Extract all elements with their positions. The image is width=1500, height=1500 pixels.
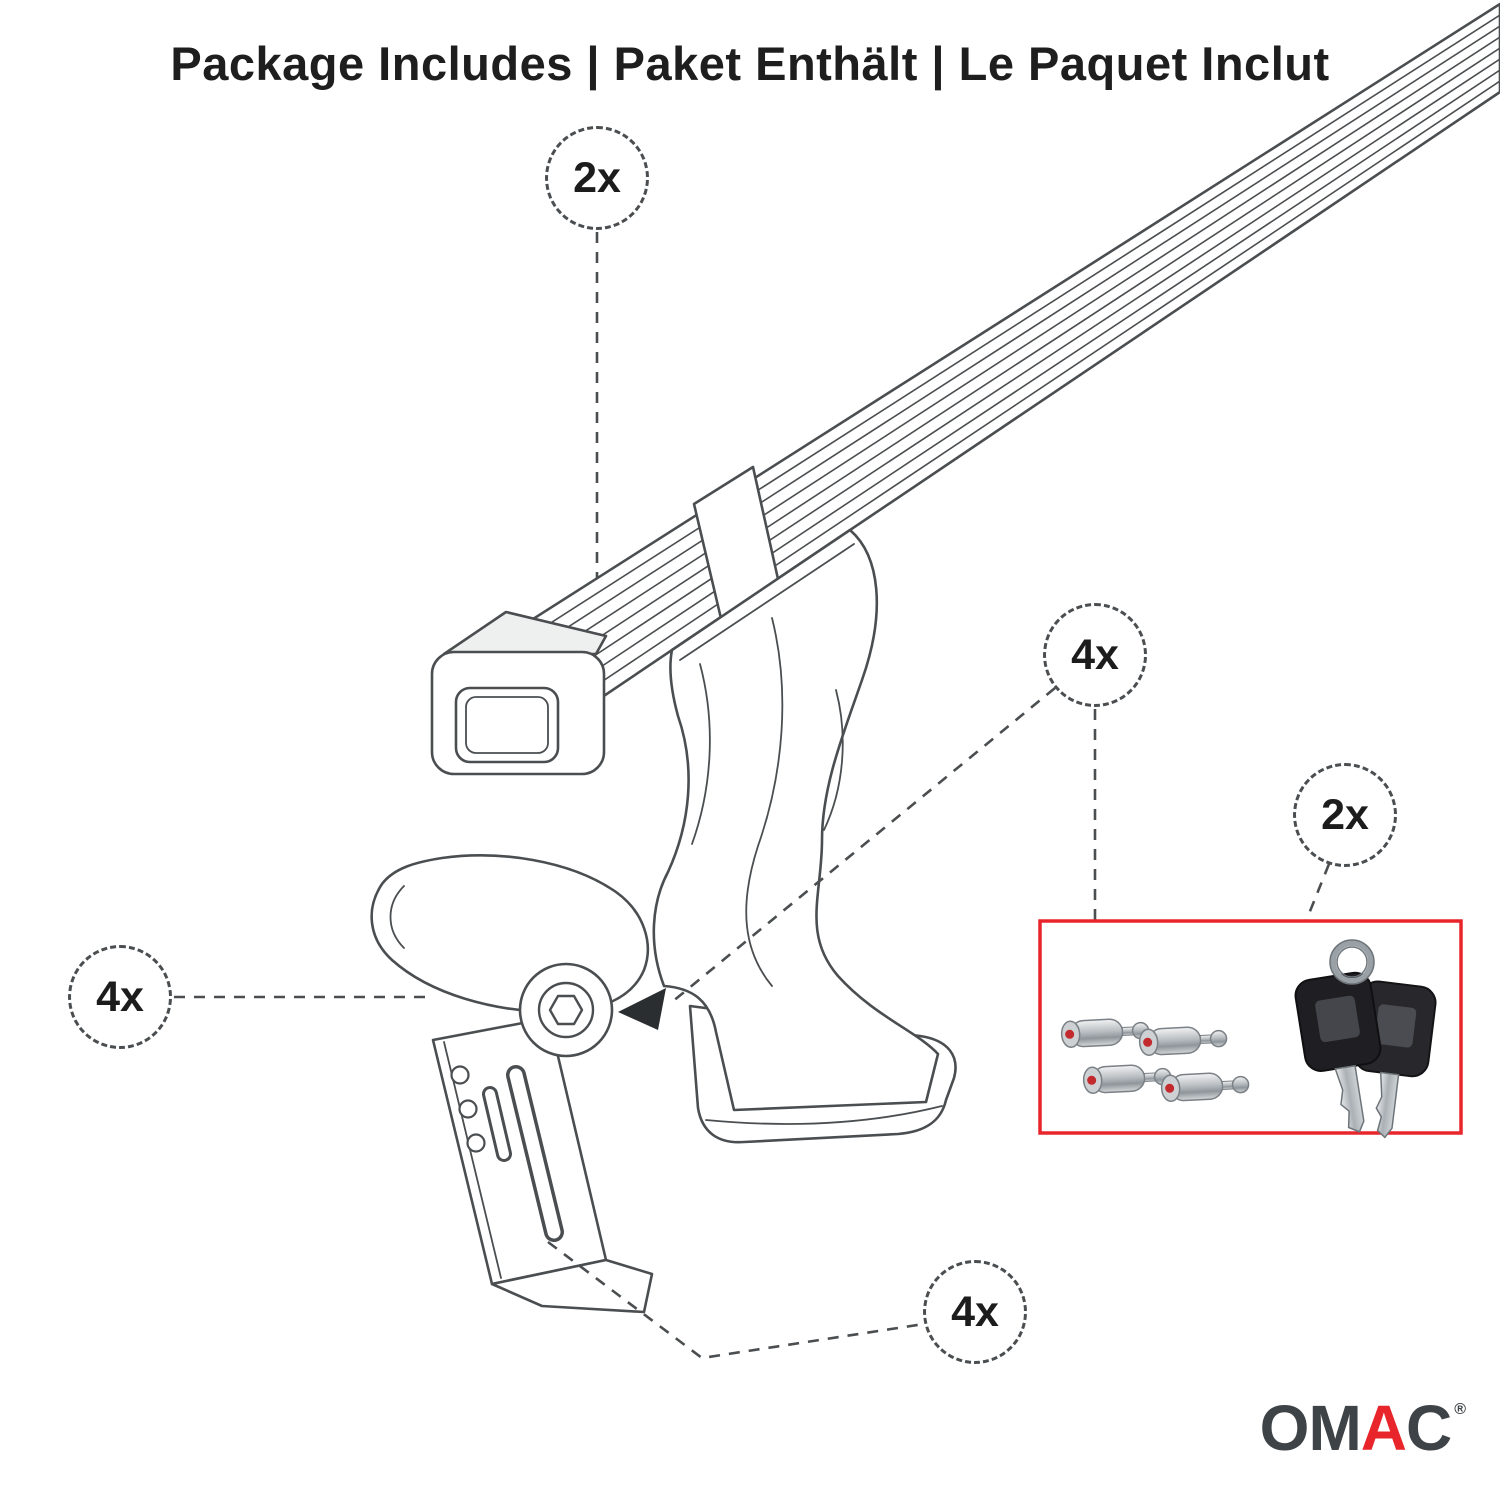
callout-lock-cylinders: 4x bbox=[1043, 603, 1147, 707]
lock-cylinder-icon bbox=[1060, 1018, 1150, 1048]
brand-text-c: C bbox=[1405, 1392, 1452, 1464]
key-icon bbox=[1294, 971, 1382, 1133]
leader-line-clamp bbox=[547, 1240, 925, 1360]
brand-text-om: OM bbox=[1259, 1392, 1362, 1464]
key-pair-photo bbox=[1294, 939, 1437, 1139]
leader-line-keys bbox=[1294, 863, 1331, 947]
lock-cylinder-icon bbox=[1138, 1026, 1228, 1056]
brand-text-a: A bbox=[1360, 1392, 1407, 1464]
mounting-foot-drawing bbox=[652, 528, 943, 1125]
key-ring-inner-outline bbox=[1336, 946, 1368, 978]
callout-keys: 2x bbox=[1293, 763, 1397, 867]
hardware-box bbox=[1038, 919, 1463, 1139]
callout-mounting-foot: 4x bbox=[68, 945, 172, 1049]
clamp-bracket-drawing bbox=[431, 1016, 654, 1314]
crossbar-drawing bbox=[498, 2, 1500, 714]
crossbar-ribs bbox=[509, 14, 1500, 704]
callout-crossbar: 2x bbox=[545, 126, 649, 230]
key-ring-icon bbox=[1330, 940, 1374, 984]
leader-lines bbox=[174, 232, 1331, 1360]
callout-mounting-foot-qty: 4x bbox=[96, 972, 144, 1021]
callout-clamp-bracket: 4x bbox=[923, 1260, 1027, 1364]
key-ring-outline bbox=[1329, 939, 1375, 985]
callout-keys-qty: 2x bbox=[1321, 790, 1369, 839]
page-title: Package Includes | Paket Enthält | Le Pa… bbox=[170, 37, 1330, 90]
callout-crossbar-qty: 2x bbox=[573, 153, 621, 202]
registered-mark: ® bbox=[1454, 1401, 1466, 1418]
callout-lock-cylinders-qty: 4x bbox=[1071, 630, 1119, 679]
callout-clamp-bracket-qty: 4x bbox=[951, 1287, 999, 1336]
brand-logo: OMAC® bbox=[1260, 1396, 1466, 1460]
lock-cylinder-icon bbox=[1082, 1064, 1172, 1094]
end-cap-drawing bbox=[430, 610, 608, 776]
lock-cylinder-set-photo bbox=[1060, 1018, 1250, 1102]
leader-arrow-icon bbox=[618, 988, 666, 1030]
bolt-boss-drawing bbox=[518, 962, 614, 1058]
roof-rack-drawing bbox=[370, 2, 1500, 1314]
leader-line-bolt bbox=[671, 686, 1056, 1004]
lock-cylinder-icon bbox=[1160, 1072, 1250, 1102]
